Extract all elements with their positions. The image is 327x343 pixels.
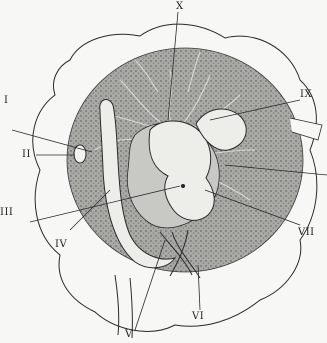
label-v: V xyxy=(125,330,133,340)
label-vii: VII xyxy=(298,228,315,238)
label-i: I xyxy=(4,96,8,106)
center-dot xyxy=(181,184,185,188)
label-vi: VI xyxy=(192,312,204,322)
label-iii: III xyxy=(0,208,13,218)
label-x: X xyxy=(176,2,184,12)
label-ii: II xyxy=(22,150,31,160)
label-ix: IX xyxy=(300,90,312,100)
label-iv: IV xyxy=(55,240,67,250)
